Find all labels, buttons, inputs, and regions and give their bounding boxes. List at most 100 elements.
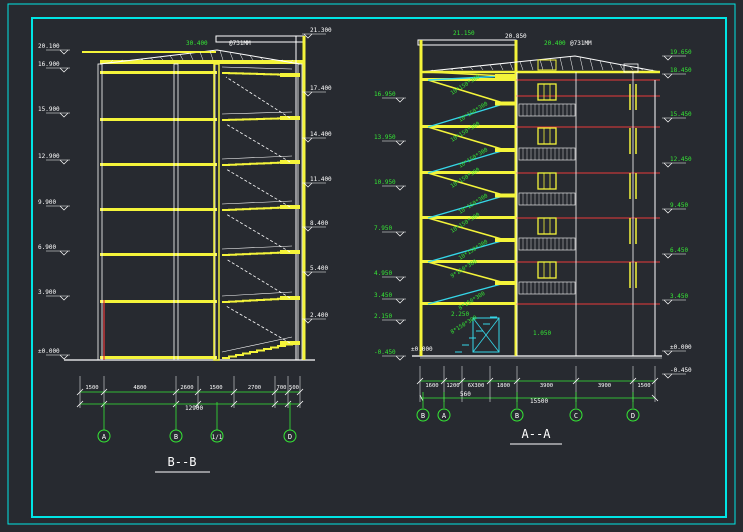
level-marker xyxy=(663,117,673,123)
dim-tick xyxy=(230,388,238,396)
bb-dim-value: 500 xyxy=(289,385,299,391)
aa-right-level: 15.450 xyxy=(670,111,692,118)
aa-right-level: 6.450 xyxy=(670,247,688,254)
roof-tile xyxy=(629,66,634,71)
stair-flight-return xyxy=(427,217,506,241)
aa-right-level: 18.450 xyxy=(670,67,692,74)
aa-right-level: 9.450 xyxy=(670,202,688,209)
aa-left-level: 16.950 xyxy=(374,91,396,98)
roof-tile xyxy=(249,55,254,61)
level-marker xyxy=(59,159,69,165)
stair-flight xyxy=(427,149,506,174)
level-marker xyxy=(303,137,313,143)
dim-tick xyxy=(651,377,659,385)
stair-landing xyxy=(495,193,515,198)
stair-flight xyxy=(427,239,506,263)
aa-entry-level: 1.050 xyxy=(533,330,551,337)
stair-landing xyxy=(495,101,515,106)
floor-slab xyxy=(100,163,217,166)
roof-vent xyxy=(623,63,639,73)
roof-slope xyxy=(419,55,661,73)
stair-flight-return xyxy=(427,261,506,284)
dim-tick xyxy=(486,377,494,385)
aa-roof-note-tag: @731MM xyxy=(570,40,592,47)
handrail xyxy=(221,336,293,353)
section-aa: 10*150*30010*150*30010*150*30010*150*300… xyxy=(374,30,692,445)
bb-dim-value: 4800 xyxy=(133,385,146,391)
roof-window xyxy=(537,59,557,71)
level-marker xyxy=(395,298,405,304)
bb-left-level: 12.900 xyxy=(38,153,60,160)
bb-dim-value: 1500 xyxy=(209,385,222,391)
level-marker xyxy=(303,182,313,188)
bb-right-level: 17.400 xyxy=(310,85,332,92)
stair-return xyxy=(225,123,291,163)
column xyxy=(173,63,179,361)
aa-right-level: ±0.000 xyxy=(670,344,692,351)
bb-right-level: 11.400 xyxy=(310,176,332,183)
window xyxy=(537,127,557,145)
aa-axis-label: D xyxy=(631,412,635,420)
roof-tile xyxy=(179,54,184,61)
level-marker xyxy=(303,271,313,277)
window xyxy=(537,261,557,279)
stair-flight xyxy=(427,194,506,219)
aa-structure xyxy=(412,39,662,359)
aa-stair-note: 8*150*300 xyxy=(458,291,486,312)
level-marker xyxy=(663,299,673,305)
aa-axis-label: B xyxy=(515,412,519,420)
aa-stair-note: 10*150*300 xyxy=(458,193,489,216)
aa-stair-note: 10*150*300 xyxy=(458,147,489,170)
floor-slab xyxy=(100,356,217,359)
roof-tile xyxy=(259,57,264,61)
entry-stair-frame xyxy=(472,317,500,353)
roof-tile xyxy=(119,59,124,62)
aa-axis-bubble xyxy=(510,408,524,422)
floor-slab xyxy=(100,71,217,74)
stair-landing xyxy=(495,238,515,242)
roof-tile xyxy=(149,57,154,61)
aa-axis-bubble xyxy=(569,408,583,422)
outer-frame xyxy=(7,3,736,525)
dim-tick xyxy=(419,394,424,402)
roof-tile xyxy=(289,59,294,63)
dim-tick xyxy=(76,388,84,396)
level-marker xyxy=(395,97,405,103)
level-marker xyxy=(663,373,673,379)
bb-left-level: 3.900 xyxy=(38,289,56,296)
aa-axis-bubble xyxy=(416,408,430,422)
aa-stair-note: 10*150*300 xyxy=(458,239,489,262)
aa-roof-note-right: 20.400 xyxy=(544,40,566,47)
roof-slope xyxy=(99,49,301,65)
handrail xyxy=(221,66,293,70)
level-marker xyxy=(59,67,69,73)
roof-tile xyxy=(279,59,284,61)
window xyxy=(537,83,557,101)
dim-tick xyxy=(572,377,580,385)
dim-tick xyxy=(440,377,448,385)
floor-slab xyxy=(100,253,217,256)
entry-stair-diag xyxy=(472,317,500,353)
level-marker xyxy=(663,73,673,79)
roof-tile xyxy=(199,51,204,61)
roof-tile xyxy=(529,60,534,71)
dim-tick xyxy=(296,400,304,408)
level-marker xyxy=(395,140,405,146)
bb-level-labels: 20.10016.90015.90012.9009.9006.9003.900±… xyxy=(38,27,332,360)
bb-right-level: 2.400 xyxy=(310,312,328,319)
window xyxy=(537,217,557,235)
dim-tick xyxy=(458,377,466,385)
roof-tile xyxy=(569,56,574,71)
dim-tick xyxy=(194,388,202,396)
stair-flight-return xyxy=(427,79,506,105)
bb-axis-label: D xyxy=(288,433,292,441)
aa-right-level: 3.450 xyxy=(670,293,688,300)
level-marker xyxy=(59,49,69,55)
aa-dim-value: 1200 xyxy=(446,383,459,389)
dim-tick xyxy=(271,400,279,408)
stair-return xyxy=(225,76,291,119)
stair-return xyxy=(225,258,291,299)
aa-roof-note-mid: 20.850 xyxy=(505,33,527,40)
inner-frame xyxy=(31,17,727,518)
